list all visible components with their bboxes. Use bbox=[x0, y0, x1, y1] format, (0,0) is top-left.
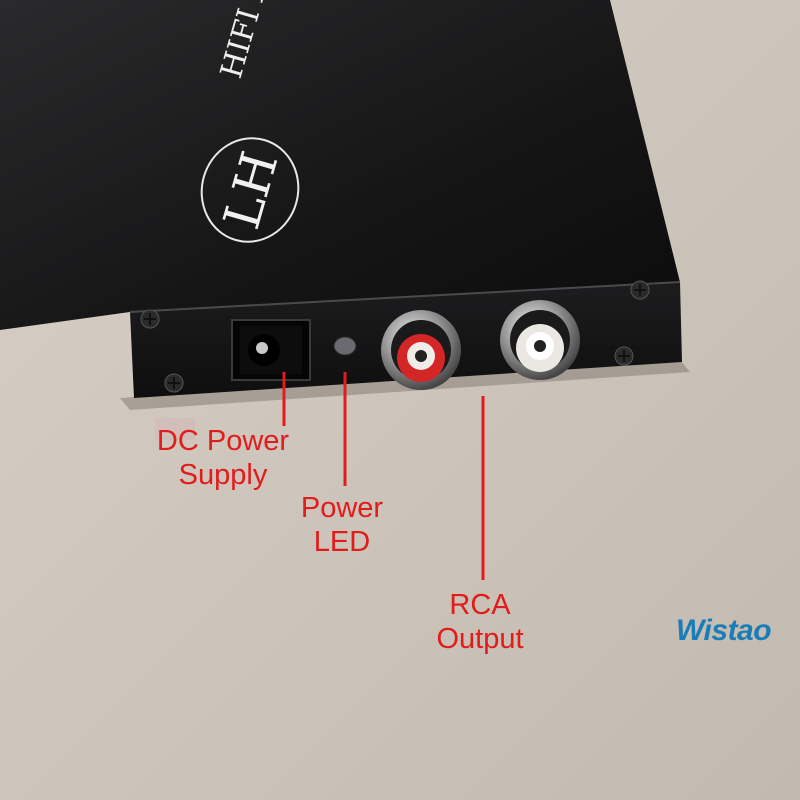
screw-top-left bbox=[140, 309, 160, 329]
callout-dc-line1: DC Power bbox=[156, 425, 290, 457]
callout-led-line2: LED bbox=[313, 526, 371, 558]
callout-dc-line2: Supply bbox=[178, 459, 268, 491]
wistao-logo: Wistao bbox=[676, 614, 772, 648]
callout-rca-line2: Output bbox=[436, 623, 524, 655]
power-led bbox=[333, 336, 357, 356]
background-stain bbox=[155, 418, 195, 440]
screw-bottom-right bbox=[614, 346, 634, 366]
wistao-logo-text: Wistao bbox=[676, 614, 772, 647]
screw-bottom-left bbox=[164, 373, 184, 393]
callout-led-line1: Power bbox=[300, 492, 384, 524]
device-edge-highlight bbox=[129, 281, 681, 313]
callout-rca-line1: RCA bbox=[449, 589, 511, 621]
screw-top-right bbox=[630, 280, 650, 300]
device-top-surface bbox=[0, 0, 680, 330]
callout-rca-output: RCA Output bbox=[400, 588, 560, 656]
rca-jack-red bbox=[381, 310, 461, 390]
callout-dc-power-supply: DC Power Supply bbox=[128, 424, 318, 492]
dc-power-jack bbox=[231, 319, 311, 381]
rca-jack-white bbox=[500, 300, 580, 380]
callout-power-led: Power LED bbox=[262, 491, 422, 559]
